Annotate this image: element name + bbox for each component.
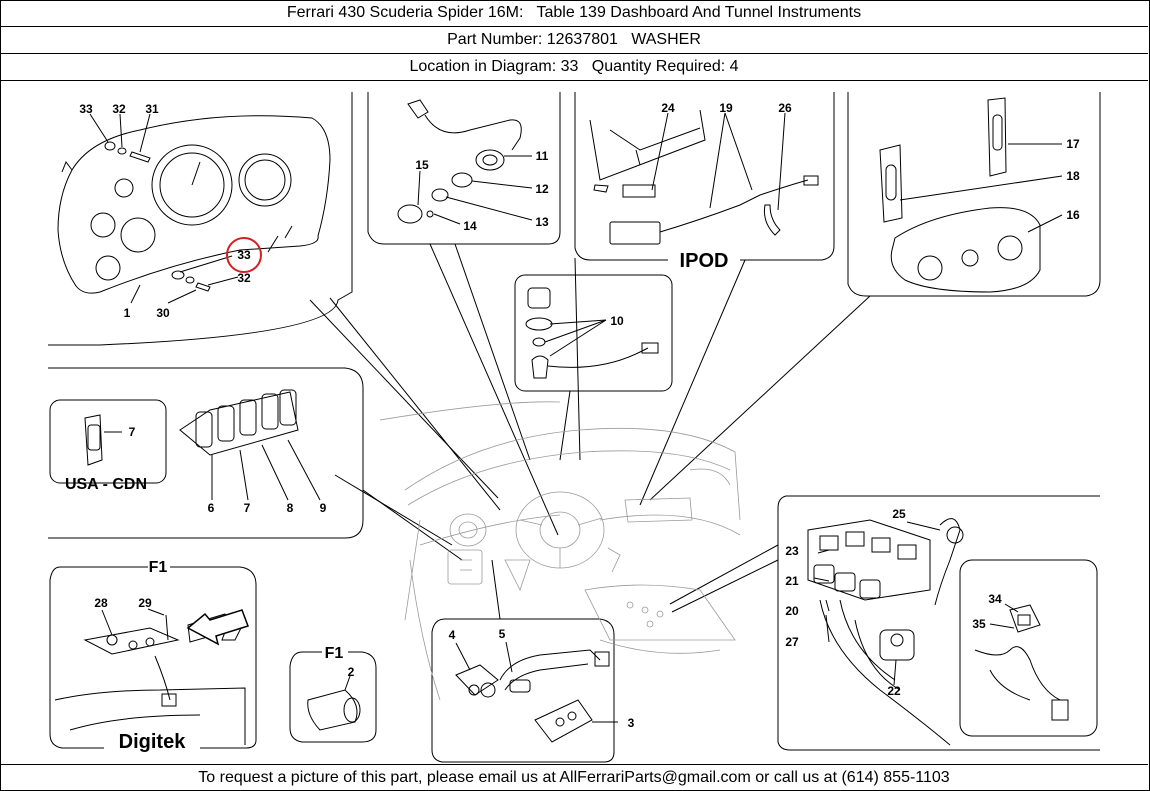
- callout-15: 15: [415, 158, 429, 172]
- panel-usb: [431, 618, 615, 763]
- label-f1-solenoid-panel: F1: [325, 645, 344, 662]
- usb-parts: [455, 641, 618, 743]
- panel-f1-digitek: [49, 566, 257, 749]
- callout-31: 31: [145, 102, 159, 116]
- panel-instrument-cluster: [48, 92, 353, 346]
- callout-34: 34: [988, 592, 1002, 606]
- washer-cluster-parts: [104, 141, 211, 292]
- callout-14: 14: [463, 219, 477, 233]
- callout-4: 4: [449, 628, 456, 642]
- callout-22: 22: [887, 684, 901, 698]
- cluster-callout-leaders: [89, 113, 239, 304]
- ac-control-parts: [879, 97, 1063, 293]
- parts-diagram: IPOD USA - CDN F1 F1 Digitek 33 32 31 33…: [48, 92, 1101, 763]
- callout-9: 9: [320, 501, 327, 515]
- panel-leaders: [309, 243, 871, 620]
- panel-tunnel-switches: [777, 495, 1100, 751]
- contact-footer: To request a picture of this part, pleas…: [0, 764, 1148, 790]
- callout-3: 3: [628, 716, 635, 730]
- ipod-parts: [589, 109, 819, 245]
- panel-bulb: [514, 274, 673, 392]
- panel-ipod: [574, 92, 835, 261]
- callout-17: 17: [1066, 137, 1080, 151]
- tunnel-switch-parts: [397, 99, 533, 225]
- dashboard-illustration: [379, 401, 741, 701]
- callout-29: 29: [138, 596, 152, 610]
- tunnel-switch-assembly: [807, 518, 964, 746]
- label-digitek: Digitek: [119, 731, 187, 753]
- callout-30: 30: [156, 306, 170, 320]
- callout-numbers: 33 32 31 33 32 1 30 15 11 12 13 14 24 19…: [79, 101, 1080, 730]
- callout-33: 33: [79, 102, 93, 116]
- callout-23: 23: [785, 544, 799, 558]
- callout-35: 35: [972, 617, 986, 631]
- panel-switch-row: [48, 367, 364, 539]
- callout-24: 24: [661, 101, 675, 115]
- panel-ac-controls: [847, 92, 1101, 297]
- callout-5: 5: [499, 627, 506, 641]
- callout-7: 7: [244, 501, 251, 515]
- part-number: Part Number: 12637801 WASHER: [0, 27, 1148, 54]
- callout-13: 13: [535, 215, 549, 229]
- callout-21: 21: [785, 574, 799, 588]
- page-title: Ferrari 430 Scuderia Spider 16M: Table 1…: [0, 0, 1148, 27]
- callout-2: 2: [348, 665, 355, 679]
- direction-arrow-icon: [186, 609, 249, 646]
- callout-25: 25: [892, 507, 906, 521]
- callout-28: 28: [94, 596, 108, 610]
- callout-32: 32: [112, 102, 126, 116]
- panel-usa-cdn: [49, 399, 167, 484]
- callout-8: 8: [287, 501, 294, 515]
- callout-33-highlighted: 33: [237, 248, 251, 262]
- switch-row-parts: [84, 389, 321, 501]
- instrument-cluster: [57, 115, 331, 294]
- panel-switches-tunnel: [367, 92, 561, 245]
- inset-switch-part: [974, 603, 1069, 721]
- callout-19: 19: [719, 101, 733, 115]
- callout-27: 27: [785, 635, 799, 649]
- callout-10: 10: [610, 314, 624, 328]
- callout-18: 18: [1066, 169, 1080, 183]
- location-quantity: Location in Diagram: 33 Quantity Require…: [0, 54, 1148, 81]
- callout-16: 16: [1066, 208, 1080, 222]
- label-usa-cdn: USA - CDN: [65, 476, 147, 493]
- bulb-parts: [525, 287, 659, 379]
- callout-32: 32: [237, 271, 251, 285]
- highlight-circle: [226, 237, 262, 273]
- callout-6: 6: [208, 501, 215, 515]
- label-ipod: IPOD: [680, 250, 729, 272]
- callout-12: 12: [535, 182, 549, 196]
- callout-1: 1: [124, 306, 131, 320]
- panel-inset-switch: [959, 559, 1098, 737]
- callout-11: 11: [536, 149, 549, 163]
- callout-20: 20: [785, 604, 799, 618]
- panel-f1-solenoid: [289, 651, 377, 743]
- callout-7-usa: 7: [129, 425, 136, 439]
- f1-solenoid-part: [307, 675, 361, 731]
- label-f1-digitek-panel: F1: [149, 559, 168, 576]
- callout-26: 26: [778, 101, 792, 115]
